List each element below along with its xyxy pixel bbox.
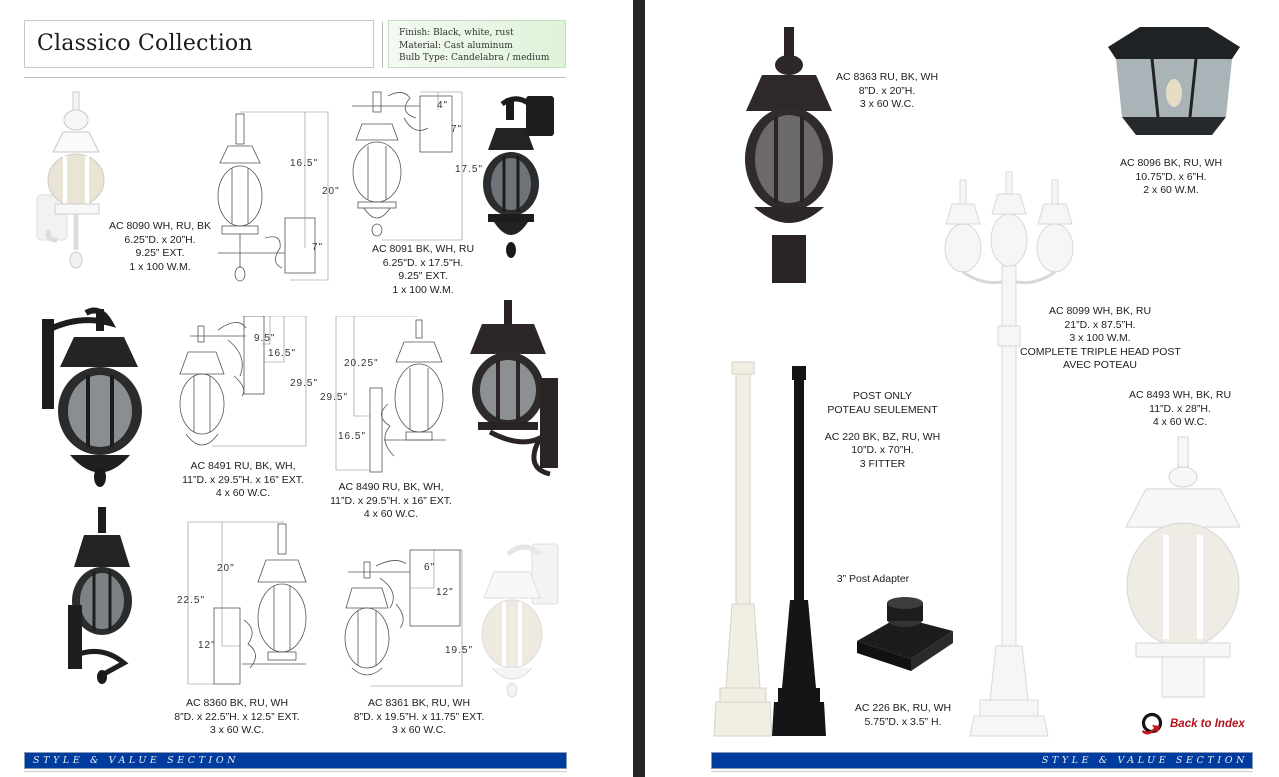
back-to-index-link[interactable]: Back to Index	[1140, 712, 1245, 736]
dimension-label: 20"	[322, 186, 340, 197]
product-photo-ac8360-black	[68, 507, 132, 684]
dimension-label: 19.5"	[445, 645, 474, 656]
line-drawing-ac8091	[352, 91, 463, 241]
spec-material: Material: Cast aluminum	[399, 40, 513, 51]
dimension-label: 12"	[436, 587, 454, 598]
dimension-label: 16.5"	[268, 348, 297, 359]
product-photo-ac8361-white	[481, 543, 559, 698]
line-drawing-ac8491	[179, 316, 307, 447]
product-photo-ac8099-white	[944, 171, 1074, 737]
dimension-label: 20.25"	[344, 358, 379, 369]
dimension-label: 4"	[437, 100, 449, 111]
dimension-label: 22.5"	[177, 595, 206, 606]
page-spine-divider	[633, 0, 645, 777]
catalog-page-left: Classico Collection Finish: Black, white…	[0, 0, 633, 777]
title-divider	[382, 22, 383, 68]
collection-title-box: Classico Collection	[24, 20, 374, 68]
spec-bulb-type: Bulb Type: Candelabra / medium	[399, 53, 550, 63]
collection-title: Classico Collection	[37, 31, 253, 56]
collection-specs-box: Finish: Black, white, rust Material: Cas…	[388, 20, 566, 68]
back-arrow-icon	[1141, 712, 1163, 735]
product-photo-ac8493-white	[1125, 436, 1241, 698]
dimension-label: 7"	[312, 242, 324, 253]
dimension-label: 29.5"	[320, 392, 349, 403]
section-footer-label: STYLE & VALUE SECTION	[33, 755, 240, 766]
product-photo-ac8491-black	[42, 307, 142, 487]
dimension-label: 17.5"	[455, 164, 484, 175]
line-drawing-ac8090	[217, 111, 329, 282]
product-caption-ac8491: AC 8491 RU, BK, WH,11”D. x 29.5”H. x 16”…	[182, 460, 304, 500]
footer-rule	[24, 771, 567, 772]
product-photo-ac8096-black	[1108, 27, 1240, 135]
product-photo-ac8090-white	[36, 91, 105, 269]
spec-finish: Finish: Black, white, rust	[399, 28, 514, 38]
dimension-label: 29.5"	[290, 378, 319, 389]
footer-rule	[711, 771, 1253, 772]
header-rule	[24, 77, 566, 78]
line-drawing-ac8490	[335, 316, 446, 473]
dimension-label: 9.5"	[254, 333, 276, 344]
line-drawing-ac8360	[187, 521, 307, 685]
dimension-label: 7"	[451, 124, 463, 135]
product-caption-ac8490: AC 8490 RU, BK, WH,11”D. x 29.5”H. x 16”…	[330, 481, 452, 521]
section-footer-bar-right: STYLE & VALUE SECTION	[711, 752, 1253, 769]
line-drawing-ac8361	[344, 549, 463, 687]
product-photo-ac8091-black	[483, 96, 554, 258]
dimension-label: 6"	[424, 562, 436, 573]
product-caption-post-adapter-title: 3” Post Adapter	[836, 573, 910, 585]
back-to-index-label: Back to Index	[1170, 718, 1245, 730]
product-photo-ac8490-rust	[470, 300, 558, 477]
dimension-label: 16.5"	[338, 431, 367, 442]
dimension-label: 16.5"	[290, 158, 319, 169]
product-photo-ac220-posts	[713, 361, 826, 737]
dimension-label: 20"	[217, 563, 235, 574]
section-footer-bar-left: STYLE & VALUE SECTION	[24, 752, 567, 769]
product-photo-ac226-adapter	[857, 597, 953, 671]
product-photo-ac8363-rust	[745, 27, 833, 283]
section-footer-label: STYLE & VALUE SECTION	[1041, 755, 1248, 766]
dimension-label: 12"	[198, 640, 216, 651]
